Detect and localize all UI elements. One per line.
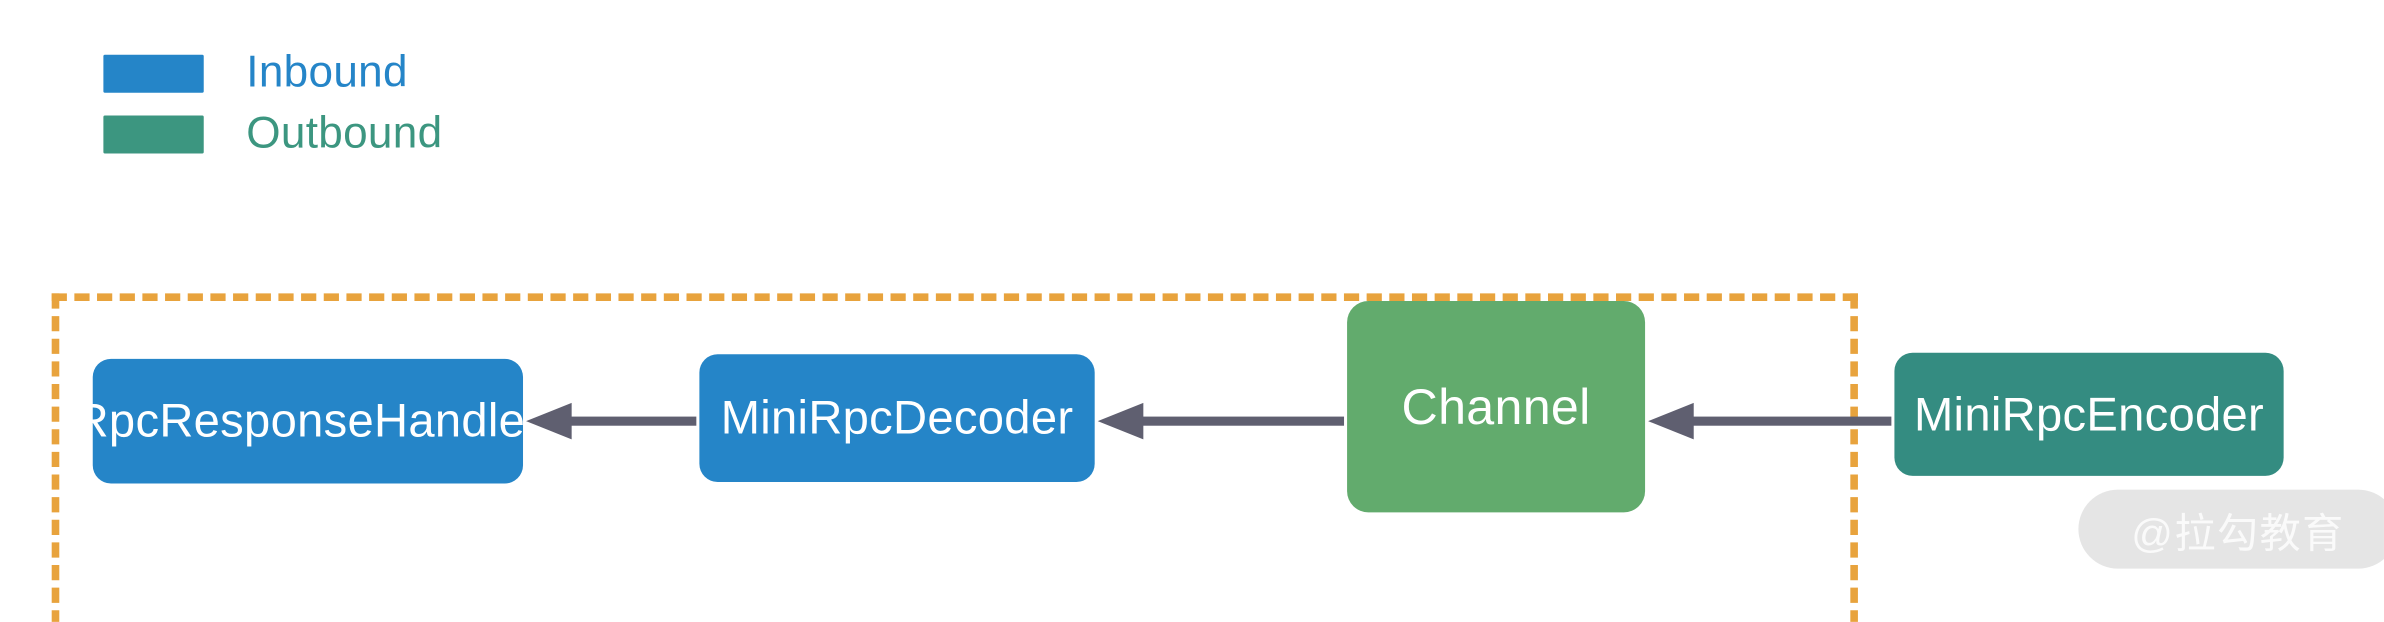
- legend-swatch-inbound-icon: [103, 53, 204, 92]
- node-mini-rpc-decoder[interactable]: MiniRpcDecoder: [699, 354, 1095, 482]
- legend-label-outbound: Outbound: [246, 108, 443, 158]
- node-label-rpc-response-handler: RpcResponseHandler: [74, 393, 542, 447]
- node-channel[interactable]: Channel: [1347, 301, 1646, 513]
- legend: Inbound Outbound: [103, 43, 442, 165]
- node-label-mini-rpc-encoder: MiniRpcEncoder: [1913, 386, 2265, 441]
- legend-swatch-outbound-icon: [103, 114, 204, 153]
- node-rpc-response-handler[interactable]: RpcResponseHandler: [75, 358, 541, 484]
- legend-item-inbound: Inbound: [103, 43, 442, 104]
- node-label-mini-rpc-decoder: MiniRpcDecoder: [720, 390, 1074, 444]
- watermark-text: @拉勾教育: [2131, 510, 2345, 556]
- node-label-channel: Channel: [1401, 377, 1591, 435]
- legend-label-inbound: Inbound: [246, 47, 408, 97]
- watermark: @拉勾教育: [2078, 489, 2384, 569]
- node-mini-rpc-encoder[interactable]: MiniRpcEncoder: [1894, 352, 2284, 476]
- legend-item-outbound: Outbound: [103, 103, 442, 164]
